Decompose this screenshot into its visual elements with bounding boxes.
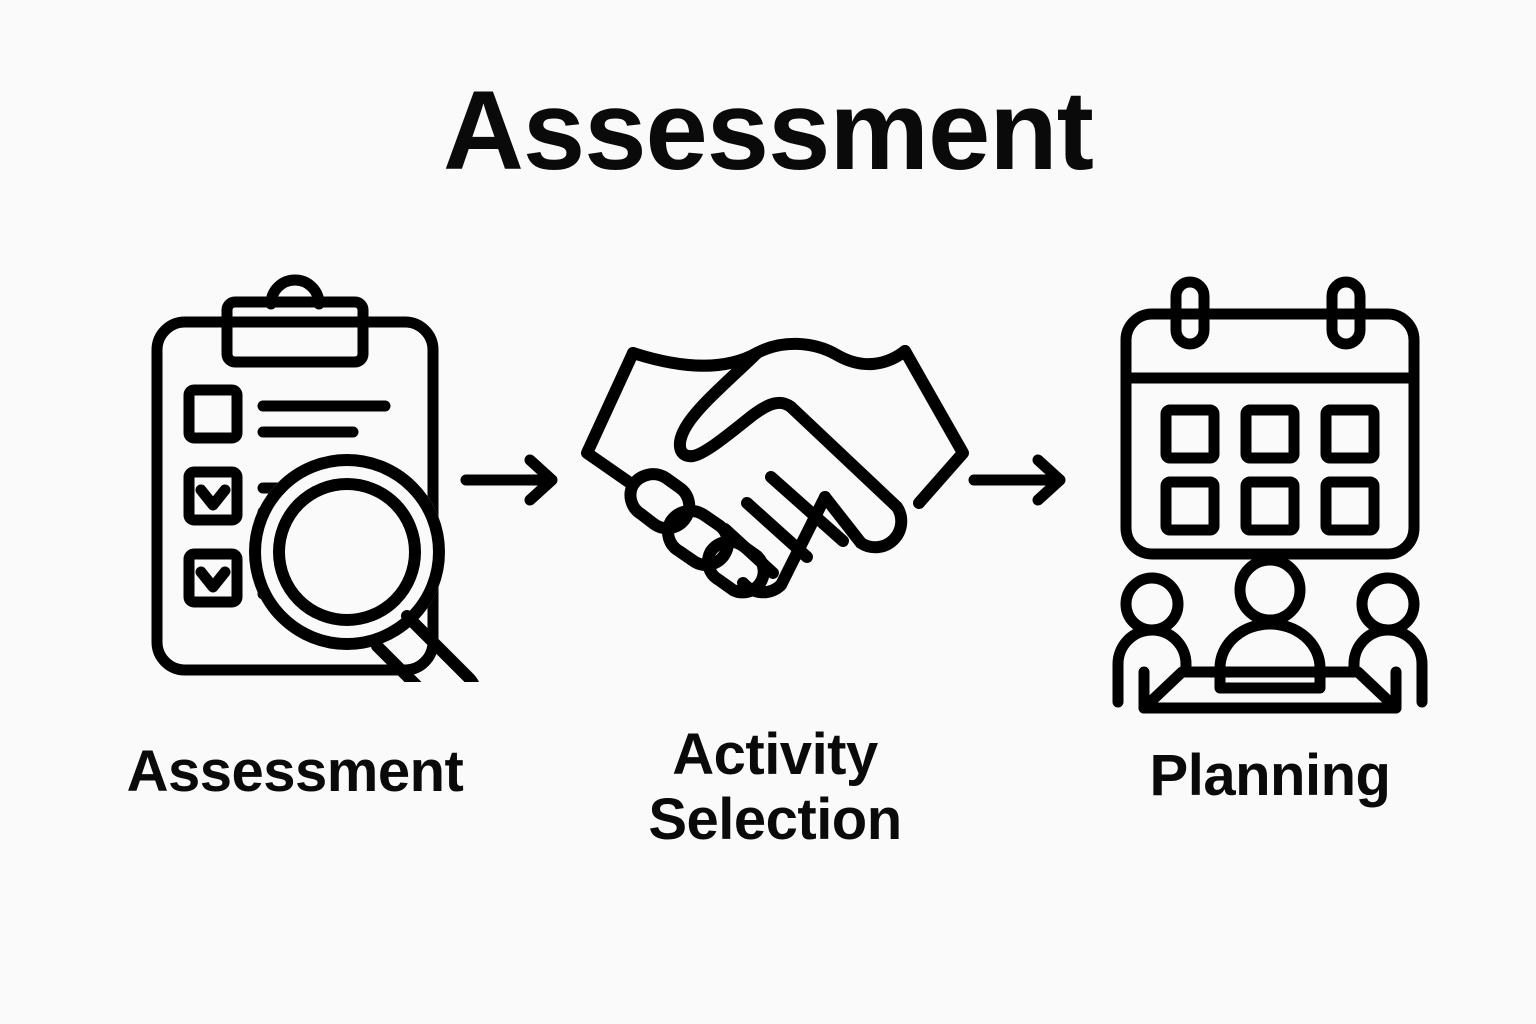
person-center-body <box>1214 618 1326 694</box>
clipboard-clip <box>221 296 369 368</box>
check-mark <box>195 484 231 511</box>
handshake-finger-line-3 <box>719 523 779 579</box>
person-right-head <box>1356 572 1420 636</box>
handshake-right-hand <box>785 401 908 554</box>
calendar-body <box>1120 308 1420 560</box>
calendar-day-cell <box>1240 404 1300 464</box>
magnifier-lens-inner <box>273 478 421 626</box>
person-center-head <box>1234 554 1306 626</box>
step-planning[interactable]: Planning <box>1085 272 1455 809</box>
handshake-left-cuff <box>581 347 639 491</box>
step-label-assessment: Assessment <box>126 739 464 804</box>
person-left-head <box>1120 572 1184 636</box>
arrow-right-icon-1 <box>460 454 558 506</box>
handshake-finger-1 <box>624 468 696 535</box>
checkbox-checked <box>183 548 243 608</box>
magnifier-lens-outer <box>249 454 445 650</box>
meeting-table <box>1138 666 1402 714</box>
handshake-finger-line-1 <box>765 471 849 547</box>
arrow-head <box>1032 454 1066 506</box>
step-label-planning: Planning <box>1149 743 1391 808</box>
calendar-day-cell <box>1320 404 1380 464</box>
handshake-left-hand <box>673 347 797 463</box>
handshake-right-cuff <box>899 345 969 509</box>
checkbox-checked <box>183 466 243 526</box>
checkbox-empty <box>183 384 243 444</box>
handshake-icon <box>581 337 969 599</box>
person-right-body <box>1348 624 1428 708</box>
page-title: Assessment <box>443 68 1094 193</box>
calendar-day-cell <box>1160 476 1220 536</box>
check-mark <box>195 566 231 593</box>
step-label-activity-selection: Activity Selection <box>648 722 902 852</box>
arrow-right-icon-2 <box>968 454 1066 506</box>
handshake-top-contour <box>627 337 911 372</box>
calendar-day-cell <box>1160 404 1220 464</box>
handshake-lower-contour <box>737 491 831 599</box>
calendar-day-cell <box>1240 476 1300 536</box>
step-activity-selection[interactable]: Activity Selection <box>575 325 975 853</box>
arrow-head <box>524 454 558 506</box>
calendar-day-cell <box>1320 476 1380 536</box>
person-left-body <box>1112 624 1192 708</box>
handshake-finger-2 <box>662 504 734 571</box>
step-assessment[interactable]: Assessment <box>60 262 530 805</box>
calendar-meeting-icon <box>1112 276 1428 714</box>
clipboard-clip-bump <box>265 274 325 310</box>
clipboard-checklist-magnifier-icon <box>151 274 479 682</box>
